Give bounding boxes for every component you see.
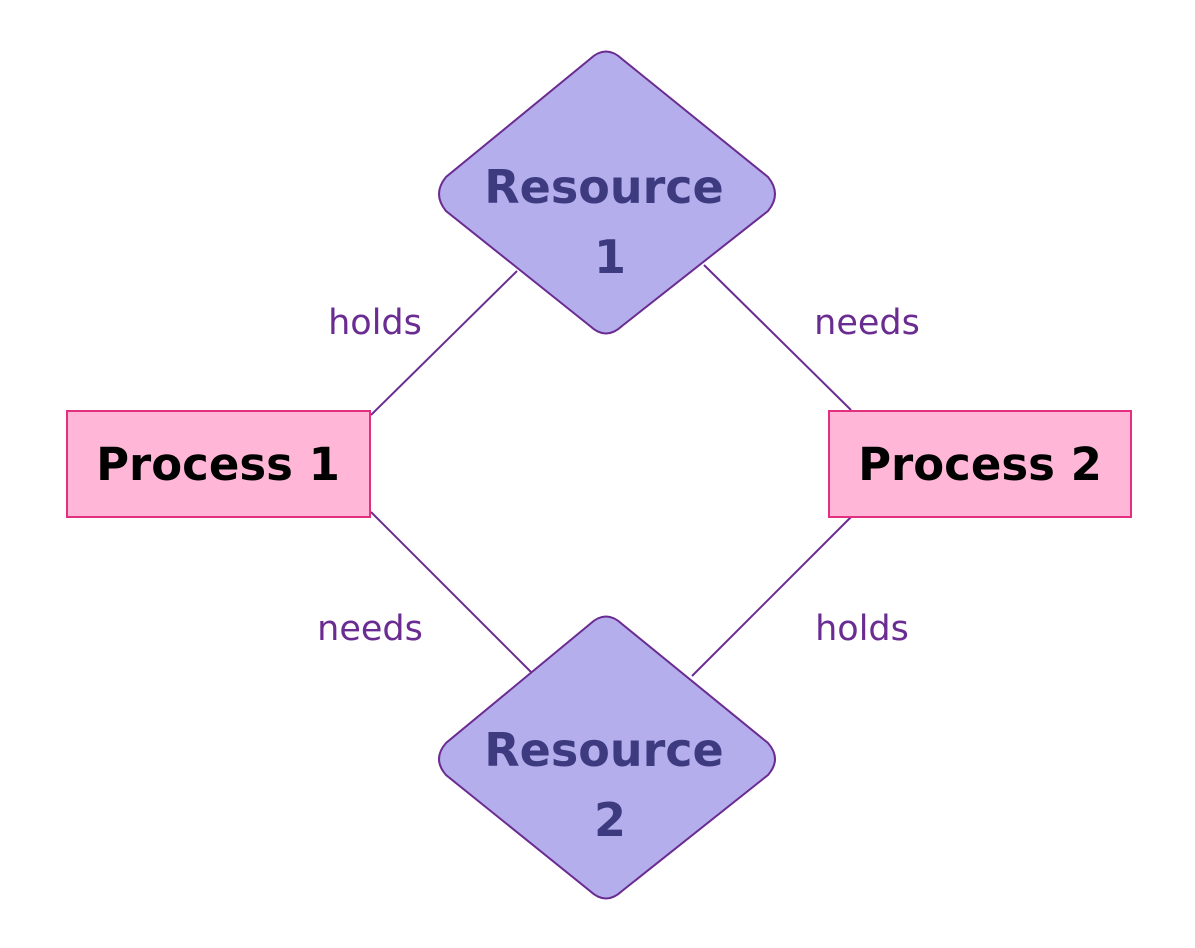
- resource-1-node[interactable]: Resource 1: [438, 50, 776, 335]
- edge-label-p1-r1: holds: [328, 303, 422, 343]
- resource-2-diamond: [438, 615, 776, 900]
- resource-2-node[interactable]: Resource 2: [438, 615, 776, 900]
- resource-1-label-line1: Resource: [484, 160, 724, 214]
- edge-process2-resource1: [703, 264, 852, 411]
- process-1-box: [66, 410, 371, 518]
- resource-1-diamond: [438, 50, 776, 335]
- process-1-label: Process 1: [96, 438, 340, 491]
- edge-label-p1-r2: needs: [317, 609, 423, 649]
- edge-process1-resource1: [370, 270, 518, 416]
- edge-label-p2-r1: needs: [814, 303, 920, 343]
- process-1-node[interactable]: Process 1: [66, 410, 371, 518]
- process-2-label: Process 2: [858, 438, 1102, 491]
- resource-1-label-line2: 1: [594, 230, 626, 284]
- process-2-node[interactable]: Process 2: [828, 410, 1132, 518]
- resource-2-label-line1: Resource: [484, 723, 724, 777]
- edge-label-p2-r2: holds: [815, 609, 909, 649]
- resource-2-label-line2: 2: [594, 793, 626, 847]
- edge-process1-resource2: [370, 511, 532, 673]
- process-2-box: [828, 410, 1132, 518]
- edge-process2-resource2: [691, 516, 852, 677]
